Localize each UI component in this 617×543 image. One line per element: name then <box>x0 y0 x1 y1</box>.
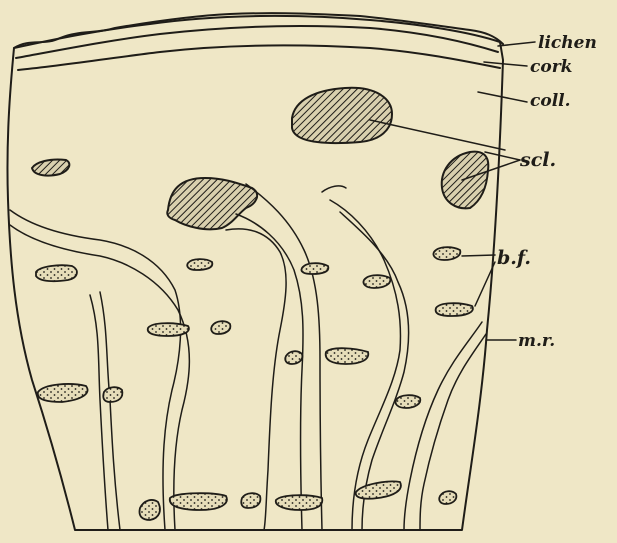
cork-layer-top <box>16 26 498 58</box>
label-collenchyma: coll. <box>530 91 571 111</box>
label-medullary-ray: m.r. <box>518 331 555 351</box>
bast-fibres <box>36 247 473 520</box>
sclerenchyma-patch-1 <box>292 88 392 143</box>
sclerenchyma-patch-3 <box>167 178 257 229</box>
lichen-layer <box>14 13 503 48</box>
sclerenchyma-patch-2 <box>32 159 69 175</box>
medullary-rays <box>10 184 486 530</box>
label-bast-fibres: b.f. <box>497 247 531 269</box>
label-lichen: lichen <box>538 33 597 53</box>
cork-layer-bottom <box>18 45 500 70</box>
sclerenchyma-patch-4 <box>442 152 489 209</box>
label-sclerenchyma: scl. <box>519 149 556 171</box>
label-cork: cork <box>530 57 572 77</box>
section-outline <box>7 16 503 530</box>
